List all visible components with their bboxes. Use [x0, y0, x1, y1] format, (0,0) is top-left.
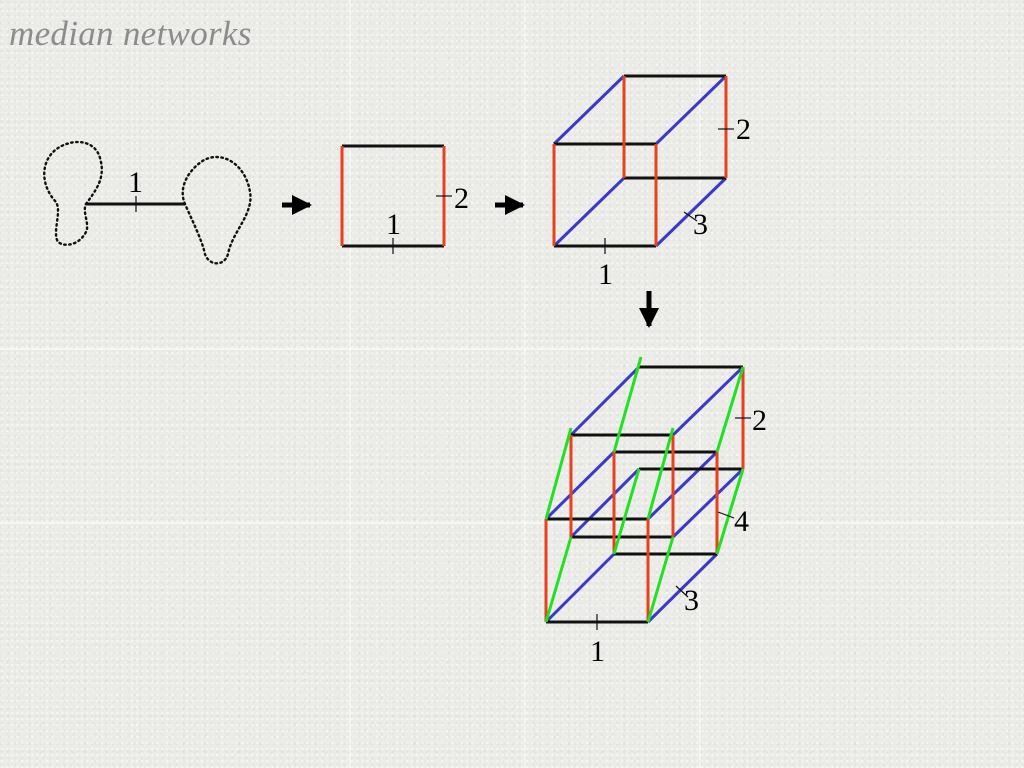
- hypercube-edge-split-3: [671, 365, 745, 437]
- hypercube-tick-3: [675, 585, 689, 598]
- cube-edge-split-3: [552, 176, 626, 248]
- hypercube-label-4: 4: [734, 505, 749, 538]
- cube-tick-3: [683, 211, 698, 222]
- page-title: median networks: [9, 14, 252, 53]
- hypercube-label-3: 3: [684, 584, 699, 617]
- hypercube-edge-split-3: [646, 450, 719, 521]
- cube-label-3: 3: [693, 208, 708, 241]
- hypercube-edge-split-4: [544, 536, 573, 623]
- hypercube-label-1: 1: [590, 635, 605, 668]
- hypercube-edge-split-3: [671, 467, 745, 539]
- hypercube-edge-split-3: [646, 552, 719, 624]
- left-cluster-blob: [43, 140, 103, 246]
- hypercube-tick-4: [717, 511, 735, 519]
- square-stage: 1 2: [340, 144, 469, 254]
- hypercube-edge-split-4: [715, 366, 745, 453]
- cube-label-1: 1: [598, 258, 613, 291]
- tree-stage: 1: [43, 140, 252, 265]
- hypercube-edge-split-3: [569, 365, 641, 437]
- hypercube-edge-split-3: [569, 467, 641, 539]
- cube-edge-split-3: [654, 176, 728, 248]
- hypercube-edge-split-4: [715, 468, 745, 555]
- cube-label-2: 2: [736, 113, 751, 146]
- hypercube-edge-split-4: [646, 427, 675, 520]
- hypercube-stage: [544, 356, 751, 630]
- tree-edge-label: 1: [128, 166, 143, 199]
- hypercube-edge-split-4: [544, 427, 573, 520]
- square-label-2: 2: [454, 182, 469, 215]
- hypercube-edge-split-4: [612, 356, 643, 453]
- hypercube-edge-split-3: [544, 450, 616, 521]
- cube-edge-split-3: [654, 74, 728, 146]
- hypercube-label-2: 2: [752, 404, 767, 437]
- hypercube-edge-split-4: [612, 468, 641, 555]
- hypercube-edge-split-3: [544, 552, 616, 624]
- cube-edge-split-3: [552, 74, 626, 146]
- right-cluster-blob: [181, 155, 252, 265]
- cube-stage: [552, 74, 734, 254]
- hypercube-edge-split-4: [646, 536, 675, 623]
- square-label-1: 1: [386, 208, 401, 241]
